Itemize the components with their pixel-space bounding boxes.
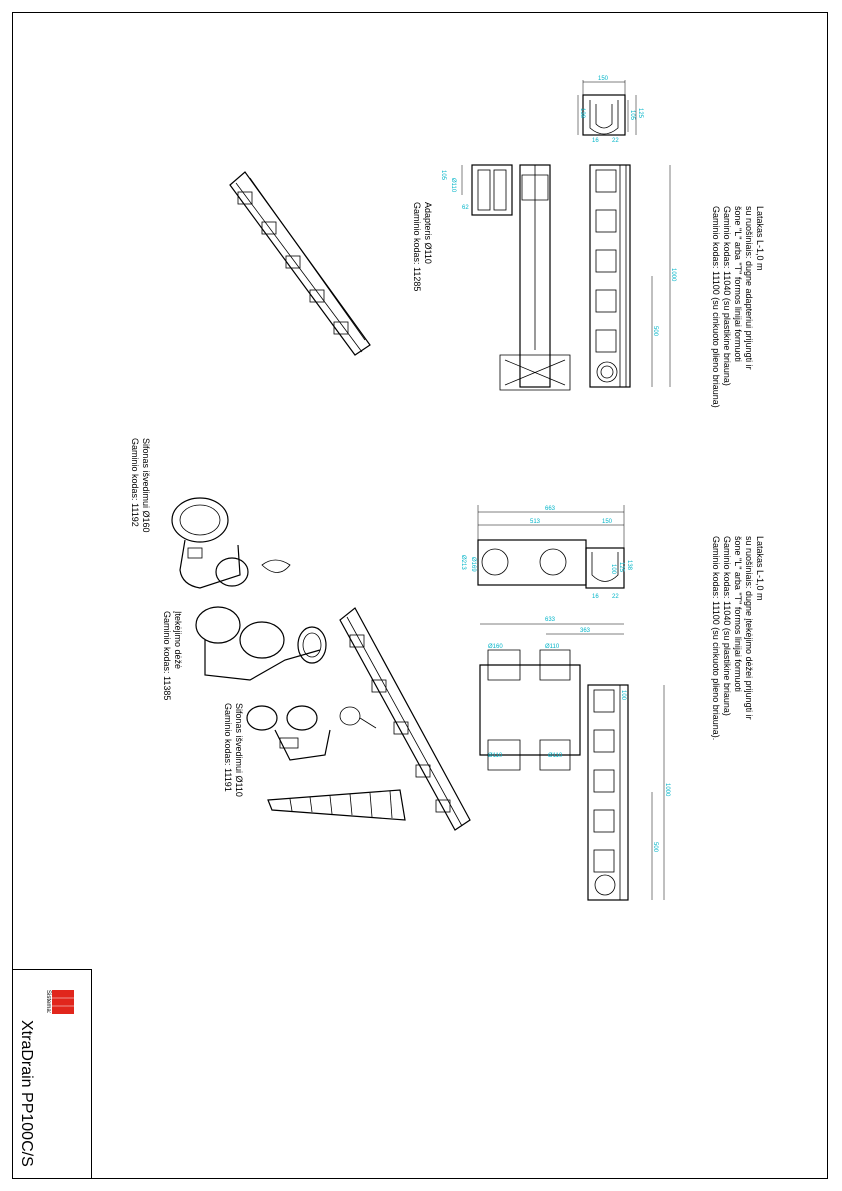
mid-plan-view: 633 363 Ø160 Ø110 Ø110 Ø110 100 [479,617,626,771]
top-channel-plan-view [499,164,571,391]
note-line: Gaminio kodas: 11285 [412,202,422,291]
dim: 100 [610,564,616,575]
note-line: Adapteris Ø110 [423,202,433,264]
dim: 363 [580,628,591,634]
trap-160-drawing [171,497,291,589]
mid-isometric-channel [339,607,471,831]
note-line: Gaminio kodas: 11191 [223,703,233,792]
drawing-frame [12,12,828,1179]
top-isometric-channel [229,171,371,356]
note-line: Gaminio kodas: 11100 (su cinkuoto plieno… [711,536,721,740]
dim: 125 [618,562,624,573]
dim: Ø160 [488,644,503,650]
dim: Ø110 [545,644,560,650]
note-line: su ruošiniais: dugne įtekėjimo dėžei pri… [744,536,754,720]
note-line: Gaminio kodas: 11040 (su plastikine bria… [722,536,732,716]
dim: Ø110 [450,178,456,193]
title-block [12,969,92,1178]
dim: Ø110 [548,753,563,759]
dim: 22 [612,138,619,144]
note-channel-adapter: Latakas L-1,0 m su ruošiniais: dugne ada… [711,206,765,408]
dim: 150 [598,76,609,82]
dim: 22 [612,594,619,600]
note-adapter: Adapteris Ø110 Gaminio kodas: 11285 [412,202,433,291]
top-section-view: 150 125 105 138 16 22 [577,76,643,144]
dim: 105 [629,110,635,121]
aco-logo [52,990,74,1014]
note-line: Latakas L-1,0 m [755,206,765,271]
dim: 150 [602,519,613,525]
note-trap-110: Sifonas išvedimui Ø110 Gaminio kodas: 11… [223,703,244,797]
top-adapter-detail: 105 Ø110 62 [440,164,513,216]
dim: 1000 [670,268,676,282]
note-line: Sifonas išvedimui Ø160 [141,438,151,533]
note-line: Latakas L-1,0 m [755,536,765,601]
note-line: Sifonas išvedimui Ø110 [234,703,244,797]
dim: Ø110 [488,753,503,759]
note-channel-inlet-box: Latakas L-1,0 m su ruošiniais: dugne įte… [711,536,765,740]
note-line: šone "L" arba "T" formos linijai formuot… [733,206,743,362]
dim: 138 [626,560,632,571]
dim: 16 [592,594,599,600]
note-line: šone "L" arba "T" formos linijai formuot… [733,536,743,692]
dim: Ø213 [460,555,466,570]
dim: 100 [620,690,626,701]
mid-section-view: 663 513 150 138 125 100 Ø213 Ø169 16 22 [460,505,632,600]
note-line: Gaminio kodas: 11040 (su plastikine bria… [722,206,732,386]
mid-channel-side-view: 1000 500 [587,684,670,901]
dim: 500 [652,326,658,337]
inlet-box-drawing [195,606,327,681]
sistema-label: Sistema: [45,990,51,1014]
top-channel-side-view: 1000 500 [589,164,676,388]
note-line: Įtekėjimo dėžė [173,611,183,669]
note-trap-160: Sifonas išvedimui Ø160 Gaminio kodas: 11… [130,438,151,533]
dim: Ø169 [470,557,476,572]
note-line: Gaminio kodas: 11100 (su cinkuoto plieno… [711,206,721,408]
dim: 16 [592,138,599,144]
note-line: Gaminio kodas: 11385 [162,611,172,700]
dim: 62 [462,205,469,211]
dim: 138 [579,108,585,119]
dim: 500 [652,842,658,853]
trap-110-drawing [246,705,377,761]
note-line: su ruošiniais: dugne adapteriui prijungt… [744,206,754,370]
dim: 105 [440,170,446,181]
dim: 1000 [664,783,670,797]
note-inlet-box: Įtekėjimo dėžė Gaminio kodas: 11385 [162,611,183,700]
basket-drawing [267,789,406,821]
drawing-title: XtraDrain PP100C/S [18,1020,35,1167]
dim: 633 [545,617,556,623]
dim: 125 [637,108,643,119]
note-line: Gaminio kodas: 11192 [130,438,140,527]
dim: 513 [530,519,541,525]
dim: 663 [545,506,556,512]
